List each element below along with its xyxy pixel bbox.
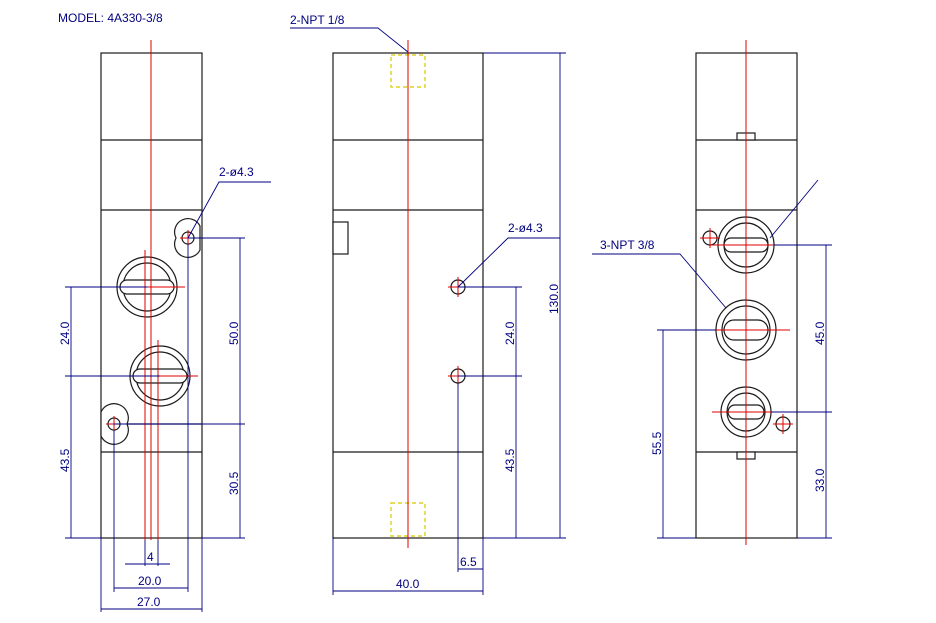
dim-mid-43-5: 43.5 (503, 448, 517, 472)
middle-npt-label: 2-NPT 1/8 (290, 13, 345, 27)
dim-left-20: 20.0 (138, 574, 162, 588)
dim-left-30-5: 30.5 (227, 471, 241, 495)
dim-mid-24: 24.0 (503, 321, 517, 345)
middle-view: 2-NPT 1/8 2-ø4.3 24.0 43.5 130.0 6.5 40.… (290, 13, 566, 595)
dim-mid-6-5: 6.5 (460, 555, 477, 569)
left-view: 2-ø4.3 24.0 43.5 50.0 30.5 4 20.0 27.0 (58, 40, 271, 612)
dim-mid-40: 40.0 (396, 577, 420, 591)
right-port-leader (769, 179, 819, 239)
left-hole-label: 2-ø4.3 (219, 165, 254, 179)
dim-left-50: 50.0 (227, 321, 241, 345)
middle-side-tab (332, 221, 349, 255)
dim-mid-130: 130.0 (547, 284, 561, 314)
right-npt-leader (592, 253, 727, 309)
middle-npt-leader (290, 27, 409, 53)
dim-left-24: 24.0 (58, 321, 72, 345)
right-view: 3-NPT 3/8 55.5 45.0 33.0 (592, 40, 832, 545)
right-npt-label: 3-NPT 3/8 (600, 238, 655, 252)
dim-right-33: 33.0 (813, 468, 827, 492)
middle-hole-label: 2-ø4.3 (508, 221, 543, 235)
model-title: MODEL: 4A330-3/8 (58, 11, 163, 25)
dim-left-4: 4 (147, 550, 154, 564)
middle-hole-leader (457, 237, 560, 288)
dim-right-55-5: 55.5 (650, 431, 664, 455)
left-hole-leader (187, 181, 271, 239)
dim-left-27: 27.0 (137, 595, 161, 609)
dim-right-45: 45.0 (813, 321, 827, 345)
dim-left-43-5: 43.5 (58, 448, 72, 472)
